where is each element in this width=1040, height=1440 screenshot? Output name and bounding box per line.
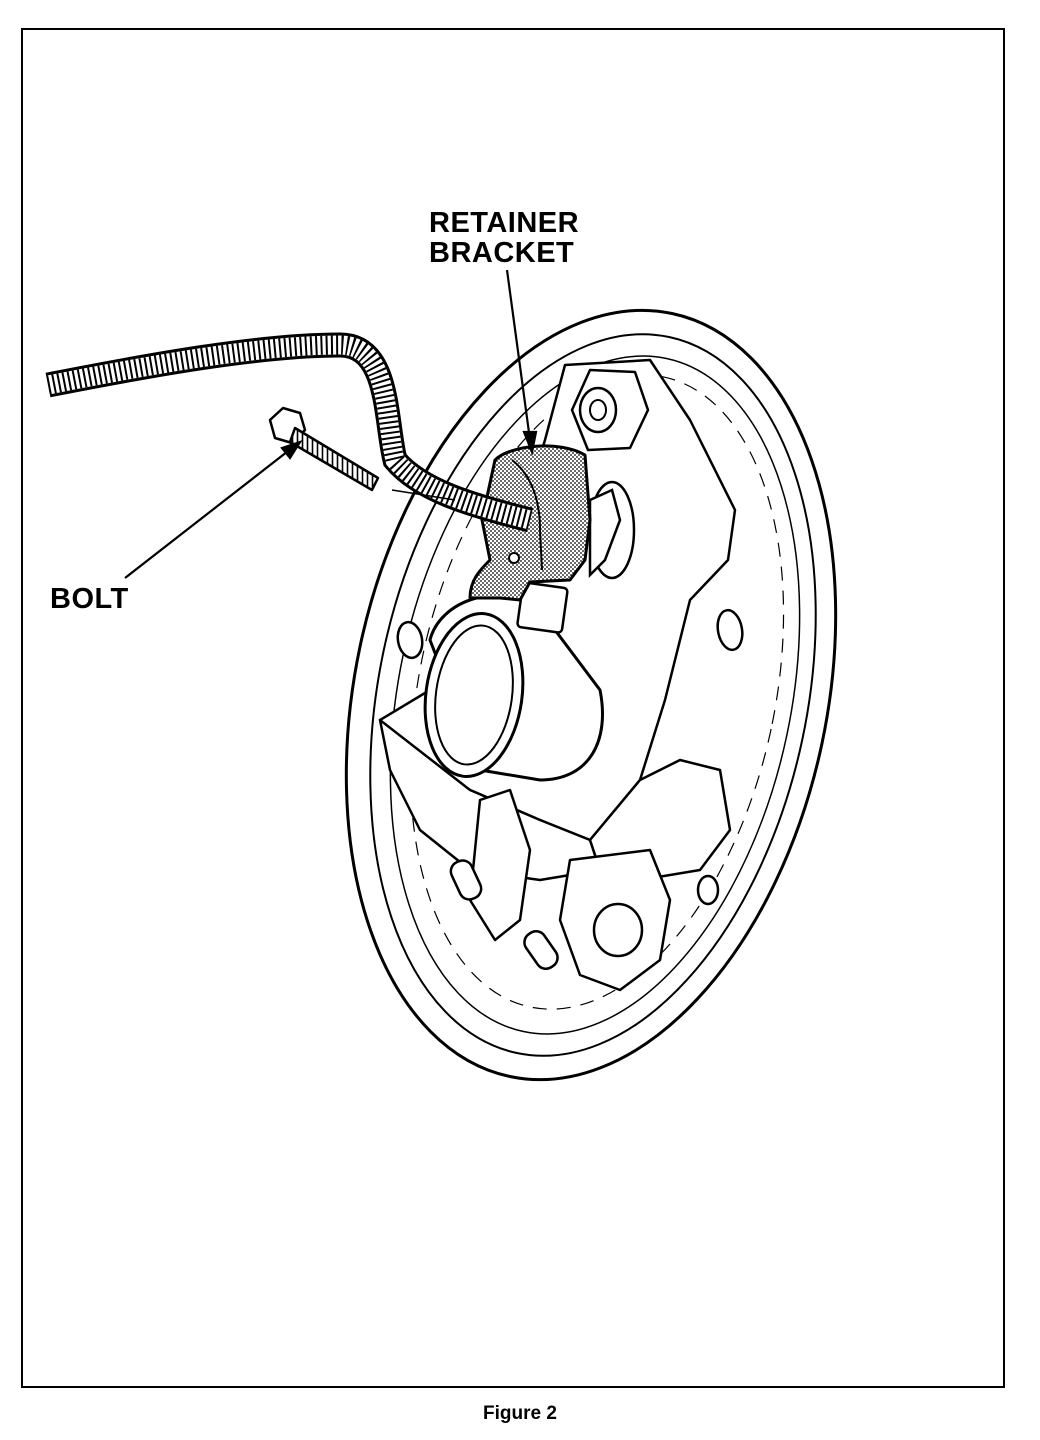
figure-caption: Figure 2 — [483, 1403, 557, 1424]
plate-holes — [396, 608, 744, 971]
retainer-bracket-label-line1: RETAINER — [429, 207, 580, 239]
bolt-hardware — [268, 406, 380, 492]
retainer-bracket — [468, 444, 592, 602]
mounting-nut — [570, 368, 650, 452]
figure-frame — [21, 28, 1005, 1388]
wheel-speed-sensor — [516, 480, 636, 634]
bolt-label: BOLT — [50, 583, 129, 615]
callout-leaders — [124, 269, 538, 579]
spindle-boss — [423, 594, 604, 782]
retainer-bracket-label-line2: BRACKET — [429, 237, 575, 269]
sensor-cable — [45, 332, 534, 533]
retainer-bracket-label: RETAINER BRACKET — [429, 208, 579, 268]
